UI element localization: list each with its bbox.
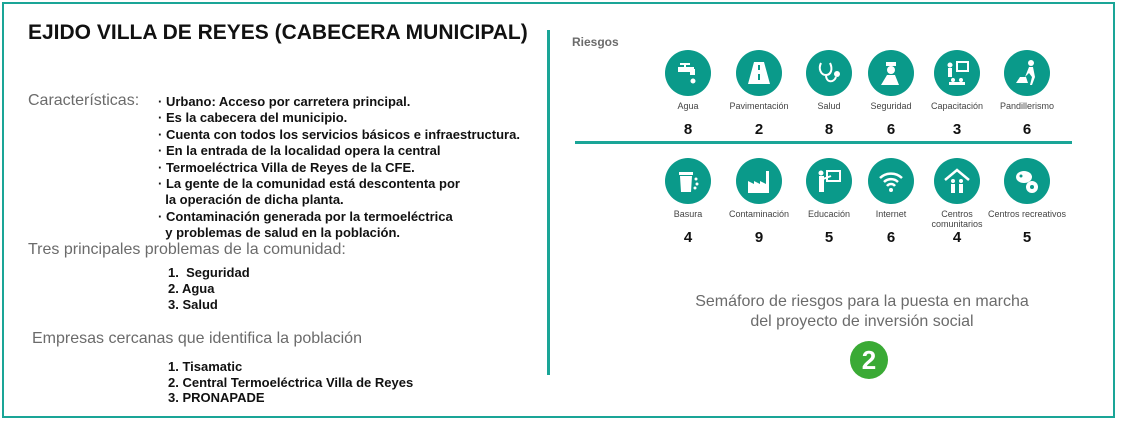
risk-value: 5 (824, 229, 834, 246)
risk-value: 5 (1022, 229, 1032, 246)
risk-label: Centros recreativos (987, 209, 1067, 219)
list-item: · La gente de la comunidad está desconte… (158, 176, 460, 192)
list-item: y problemas de salud en la población. (158, 225, 401, 241)
semaforo-line-1: Semáforo de riesgos para la puesta en ma… (695, 293, 1029, 310)
list-item: la operación de dicha planta. (158, 192, 344, 208)
trash-icon (665, 158, 711, 204)
semaforo-text: Semáforo de riesgos para la puesta en ma… (662, 292, 1062, 332)
empresas-heading: Empresas cercanas que identifica la pobl… (32, 330, 362, 347)
risk-value: 8 (824, 121, 834, 138)
caracteristicas-label: Características: (28, 92, 140, 109)
risk-item-pavimentación: Pavimentación 2 (719, 50, 799, 138)
risk-item-seguridad: Seguridad 6 (851, 50, 931, 138)
community-icon (934, 158, 980, 204)
problemas-heading: Tres principales problemas de la comunid… (28, 241, 346, 258)
list-item: 2. Agua (168, 281, 215, 296)
risk-item-basura: Basura 4 (648, 158, 728, 246)
teacher-icon (806, 158, 852, 204)
frame (2, 2, 1115, 418)
list-item: 1. Seguridad (168, 265, 250, 280)
page-title: EJIDO VILLA DE REYES (CABECERA MUNICIPAL… (28, 21, 528, 44)
risk-item-centros-recreativos: Centros recreativos 5 (987, 158, 1067, 246)
factory-icon (736, 158, 782, 204)
risk-value: 9 (754, 229, 764, 246)
risk-item-salud: Salud 8 (789, 50, 869, 138)
risk-label: Seguridad (870, 101, 912, 111)
police-icon (868, 50, 914, 96)
semaforo-line-2: del proyecto de inversión social (750, 313, 974, 330)
horizontal-divider (575, 141, 1072, 144)
faucet-icon (665, 50, 711, 96)
risk-value: 4 (952, 229, 962, 246)
risk-value: 6 (1022, 121, 1032, 138)
training-icon (934, 50, 980, 96)
caracteristicas-list: · Urbano: Acceso por carretera principal… (158, 94, 520, 242)
list-item: · Contaminación generada por la termoelé… (158, 208, 453, 224)
risk-label: Basura (673, 209, 703, 219)
risk-label: Contaminación (728, 209, 790, 219)
semaforo-score-badge: 2 (850, 341, 888, 379)
risk-item-educación: Educación 5 (789, 158, 869, 246)
risk-label: Capacitación (930, 101, 984, 111)
risk-value: 6 (886, 121, 896, 138)
risk-item-internet: Internet 6 (851, 158, 931, 246)
risk-label: Educación (807, 209, 851, 219)
risk-value: 6 (886, 229, 896, 246)
risk-item-contaminación: Contaminación 9 (719, 158, 799, 246)
risk-item-capacitación: Capacitación 3 (917, 50, 997, 138)
risk-label: Centros comunitarios (931, 209, 983, 229)
wifi-icon (868, 158, 914, 204)
risk-label: Pavimentación (729, 101, 789, 111)
stethoscope-icon (806, 50, 852, 96)
list-item: 3. PRONAPADE (168, 390, 265, 405)
list-item: 2. Central Termoeléctrica Villa de Reyes (168, 374, 414, 390)
risk-label: Internet (875, 209, 907, 219)
risk-item-pandillerismo: Pandillerismo 6 (987, 50, 1067, 138)
risk-label: Salud (817, 101, 841, 111)
risk-value: 4 (683, 229, 693, 246)
gang-icon (1004, 50, 1050, 96)
road-icon (736, 50, 782, 96)
list-item: · Urbano: Acceso por carretera principal… (158, 94, 411, 109)
list-item: · Cuenta con todos los servicios básicos… (158, 126, 520, 142)
recreation-icon (1004, 158, 1050, 204)
risk-item-agua: Agua 8 (648, 50, 728, 138)
risk-label: Agua (677, 101, 699, 111)
list-item: 3. Salud (168, 297, 218, 312)
risk-value: 2 (754, 121, 764, 138)
list-item: 1. Tisamatic (168, 359, 243, 374)
list-item: · Es la cabecera del municipio. (158, 110, 348, 126)
risk-value: 3 (952, 121, 962, 138)
list-item: · En la entrada de la localidad opera la… (158, 143, 441, 159)
list-item: · Termoeléctrica Villa de Reyes de la CF… (158, 159, 415, 175)
risk-label: Pandillerismo (999, 101, 1055, 111)
riesgos-label: Riesgos (572, 35, 619, 49)
risk-value: 8 (683, 121, 693, 138)
vertical-divider (547, 30, 550, 375)
